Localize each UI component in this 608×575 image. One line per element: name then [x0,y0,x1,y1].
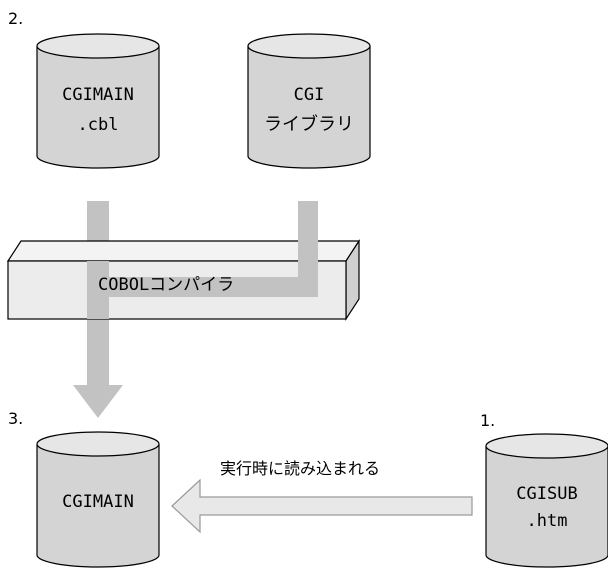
cylinder-cgimain-cbl-body [36,46,160,169]
cylinder-cgisub-htm-body [485,446,608,568]
library-flow-elbow [98,201,318,297]
cylinder-cgimain-cbl: CGIMAIN .cbl [36,33,160,169]
step-label-output: 3. [8,409,23,428]
compiler-label: COBOLコンパイラ [98,275,234,295]
cgimain-cbl-ext: .cbl [78,115,119,135]
cobol-compiler-box [6,238,361,322]
cylinder-cgisub-htm-top [485,433,608,459]
cylinder-cgi-library-body [247,46,371,169]
runtime-load-arrow-shape [171,478,473,534]
step-label-html: 1. [480,411,495,430]
cgimain-cbl-name: CGIMAIN [62,85,134,105]
cylinder-cgisub-htm: CGISUB .htm [485,433,608,568]
cylinder-cgimain-exe: CGIMAIN [36,431,160,568]
compile-flow-arrowhead [73,385,123,418]
step-label-source: 2. [8,9,23,28]
cylinder-cgimain-exe-top [36,431,160,457]
cgimain-exe-name: CGIMAIN [62,492,134,512]
runtime-load-arrow [171,478,473,534]
cgisub-htm-name: CGISUB [516,484,577,504]
cylinder-cgi-library: CGI ライブラリ [247,33,371,169]
cgi-library-name: CGI [294,85,325,105]
cylinder-cgi-library-top [247,33,371,59]
runtime-load-label: 実行時に読み込まれる [220,459,380,478]
cgi-library-label: ライブラリ [264,113,354,135]
cylinder-cgimain-exe-body [36,444,160,568]
cgisub-htm-ext: .htm [527,511,568,531]
cylinder-cgimain-cbl-top [36,33,160,59]
